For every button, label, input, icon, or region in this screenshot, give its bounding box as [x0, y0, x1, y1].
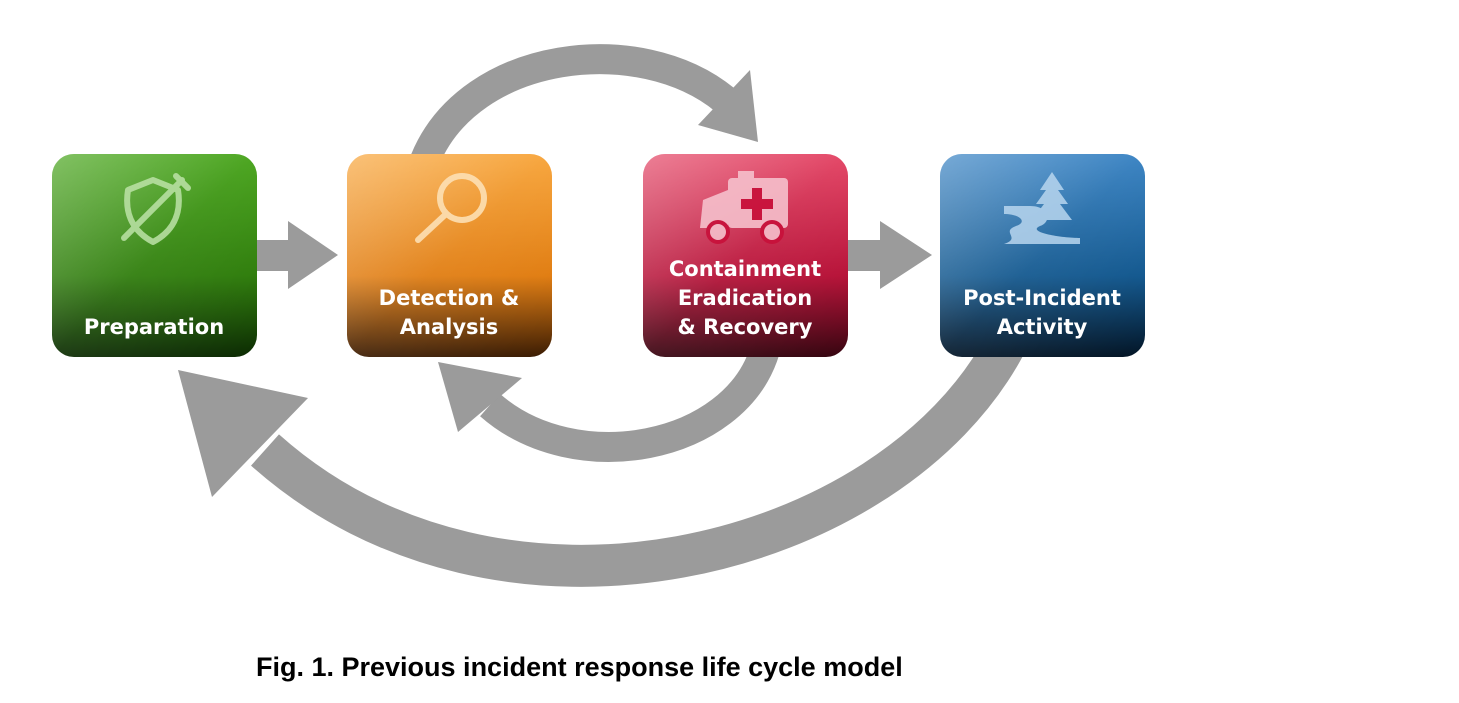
magnifier-icon	[415, 173, 487, 243]
return-arrow-head-preparation	[178, 370, 308, 497]
stage-containment: Containment Eradication & Recovery	[643, 154, 848, 357]
loop-arrow-to-containment	[411, 44, 735, 167]
stage-label-containment-line2: Eradication	[678, 286, 812, 310]
stage-label-containment-line3: & Recovery	[678, 315, 813, 339]
river-tree-icon	[1004, 172, 1080, 244]
shield-pen-icon	[121, 173, 191, 245]
stage-label-detection-line2: Analysis	[400, 315, 498, 339]
arrows	[178, 44, 1024, 587]
forward-arrow-1	[254, 221, 338, 289]
stage-post-incident: Post-Incident Activity	[940, 154, 1145, 357]
stage-label-detection-line1: Detection &	[379, 286, 520, 310]
return-arrow-to-preparation	[251, 335, 1024, 587]
figure-caption: Fig. 1. Previous incident response life …	[256, 652, 903, 682]
loop-arrow-head-containment	[698, 70, 758, 142]
stage-preparation: Preparation	[52, 154, 257, 357]
stage-label-containment-line1: Containment	[669, 257, 821, 281]
stage-label-post-incident-line1: Post-Incident	[963, 286, 1121, 310]
forward-arrow-3	[846, 221, 932, 289]
return-arrow-to-detection	[480, 344, 780, 462]
ambulance-icon	[700, 171, 788, 244]
return-arrow-head-detection	[438, 362, 522, 432]
stage-detection-analysis: Detection & Analysis	[347, 154, 552, 357]
stage-label-preparation: Preparation	[84, 315, 224, 339]
stage-label-post-incident-line2: Activity	[997, 315, 1088, 339]
